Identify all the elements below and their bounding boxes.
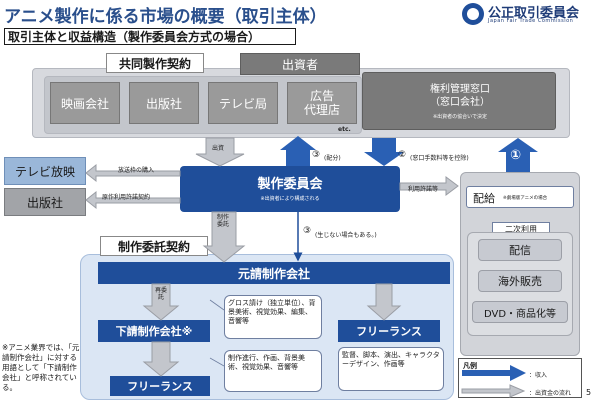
investment-label: 出資 [212, 145, 225, 152]
subcontractor-box: 下請制作会社※ [98, 320, 210, 342]
rights-manager-name: 権利管理窓口 （窓口会社） [430, 84, 490, 108]
production-committee-box: 製作委員会 ※出資者により構成される [180, 166, 400, 212]
tv-broadcast-box: テレビ放映 [4, 157, 86, 185]
etc-label: etc. [338, 126, 351, 133]
recommission-label: 再委託 [155, 287, 168, 301]
freelance-box-left: フリーランス [110, 376, 210, 396]
jftc-emblem-icon [462, 3, 484, 25]
joint-production-label: 共同製作契約 [106, 53, 204, 73]
logo-name: 公正取引委員会 [488, 6, 580, 21]
fee-deduction-label: (窓口手数料等を控除) [410, 155, 469, 162]
distribution-note: ※劇場版アニメの場合 [503, 196, 548, 201]
dvd-merch-box: DVD・商品化等 [472, 301, 568, 323]
production-commission-label: 制作委託契約 [100, 236, 208, 256]
prime-contractor-box: 元請制作会社 [98, 262, 450, 284]
number-3-bottom: ③ [303, 226, 312, 236]
page-number: 5 [586, 388, 592, 397]
number-1: ① [510, 148, 522, 163]
committee-note: ※出資者により構成される [260, 195, 320, 202]
committee-name: 製作委員会 [257, 176, 323, 192]
investor-film-company: 映画会社 [50, 82, 120, 124]
number-2: ② [398, 150, 407, 160]
legend-title: 凡例 [463, 362, 477, 370]
license-contract-label: 原作利用許諾契約 [102, 194, 151, 201]
rights-manager-box: 権利管理窓口 （窓口会社） ※出資者の協合いで決定 [362, 72, 556, 130]
streaming-box: 配信 [478, 239, 562, 261]
logo-subtitle: Japan Fair Trade Commission [488, 18, 574, 24]
jftc-logo: 公正取引委員会 Japan Fair Trade Commission [462, 2, 598, 28]
number-3-top: ③ [312, 150, 321, 160]
distribution-share-label: (配分) [324, 155, 341, 162]
investor-publisher: 出版社 [129, 82, 199, 124]
investor-tv-station: テレビ局 [208, 82, 278, 124]
investor-header: 出資者 [240, 53, 360, 75]
freelance-box-right: フリーランス [338, 320, 440, 342]
publisher-box: 出版社 [4, 188, 86, 216]
airtime-purchase-label: 放送枠の購入 [118, 167, 155, 174]
overseas-sales-box: 海外販売 [478, 270, 562, 292]
commission-vertical-label: 制作委託 [217, 214, 230, 228]
page-title: アニメ製作に係る市場の概要（取引主体） [4, 7, 327, 27]
distribution-box: 配給 ※劇場版アニメの場合 [466, 186, 574, 208]
may-not-occur-label: (生じない場合もある。) [315, 232, 377, 239]
legend-income: ：収入 [529, 372, 548, 379]
legend-flow: ：出資金の流れ [529, 390, 572, 397]
prime-contractor-note: グロス請け（独立単位）、背景美術、視覚効果、編集、音響等 [224, 295, 322, 339]
section-subtitle: 取引主体と収益構造（製作委員会方式の場合） [4, 28, 296, 45]
side-footnote: ※アニメ業界では、「元請制作会社」に対する用語として「下請制作会社」と呼称されて… [2, 343, 80, 392]
freelance-note: 監督、脚本、演出、キャラクターデザイン、作画等 [338, 347, 444, 391]
license-label: 利用許諾等 [408, 186, 439, 193]
investor-ad-agency: 広告 代理店 [287, 82, 357, 124]
rights-manager-note: ※出資者の協合いで決定 [432, 113, 488, 120]
distribution-label: 配給 [473, 192, 495, 205]
subcontractor-note: 制作進行、作画、背景美術、視覚効果、音響等 [224, 350, 322, 392]
